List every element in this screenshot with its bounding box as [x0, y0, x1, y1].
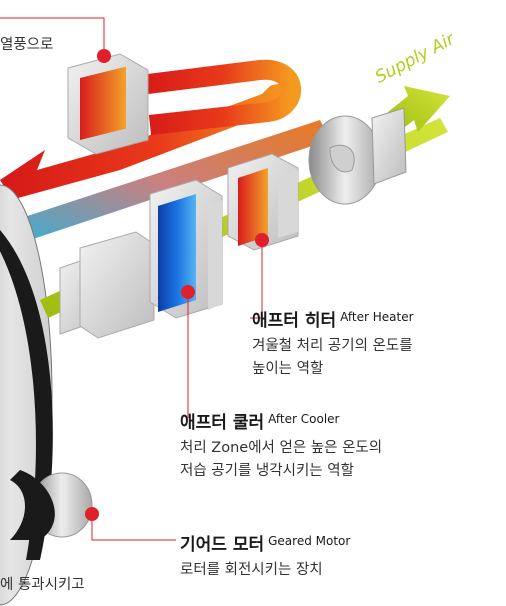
after-cooler-title-ko: 애프터 쿨러 — [180, 413, 265, 433]
bottom-fragment-text: 에 통과시키고 — [0, 577, 85, 593]
filter-units — [59, 231, 155, 339]
callout-dot-after-heater — [255, 233, 269, 247]
geared-motor — [10, 470, 93, 540]
after-heater-unit — [227, 153, 299, 251]
after-heater-desc-1: 겨울철 처리 공기의 온도를 — [252, 338, 413, 354]
callout-dot-top — [97, 49, 111, 63]
after-heater-title-en: After Heater — [340, 310, 414, 324]
callout-dot-after-cooler — [181, 285, 195, 299]
after-heater-title-ko: 애프터 히터 — [252, 311, 337, 331]
geared-motor-desc-1: 로터를 회전시키는 장치 — [180, 562, 323, 578]
after-cooler-desc-1: 처리 Zone에서 얻은 높은 온도의 — [180, 440, 383, 456]
geared-motor-title-en: Geared Motor — [268, 534, 351, 548]
callout-lines — [0, 17, 263, 541]
geared-motor-title-ko: 기어드 모터 — [180, 535, 265, 555]
after-cooler-title-en: After Cooler — [268, 412, 340, 426]
regeneration-duct — [0, 120, 330, 250]
after-heater-desc-2: 높이는 역할 — [252, 361, 324, 377]
rotor-wheel — [0, 184, 53, 606]
after-cooler-unit — [149, 179, 223, 319]
top-fragment-text: 열풍으로 — [0, 37, 54, 53]
hot-air-loop — [138, 59, 302, 135]
callout-dot-geared-motor — [85, 507, 99, 521]
supply-fan — [308, 107, 407, 205]
top-heater-unit — [67, 53, 149, 155]
after-cooler-desc-2: 저습 공기를 냉각시키는 역할 — [180, 463, 354, 479]
